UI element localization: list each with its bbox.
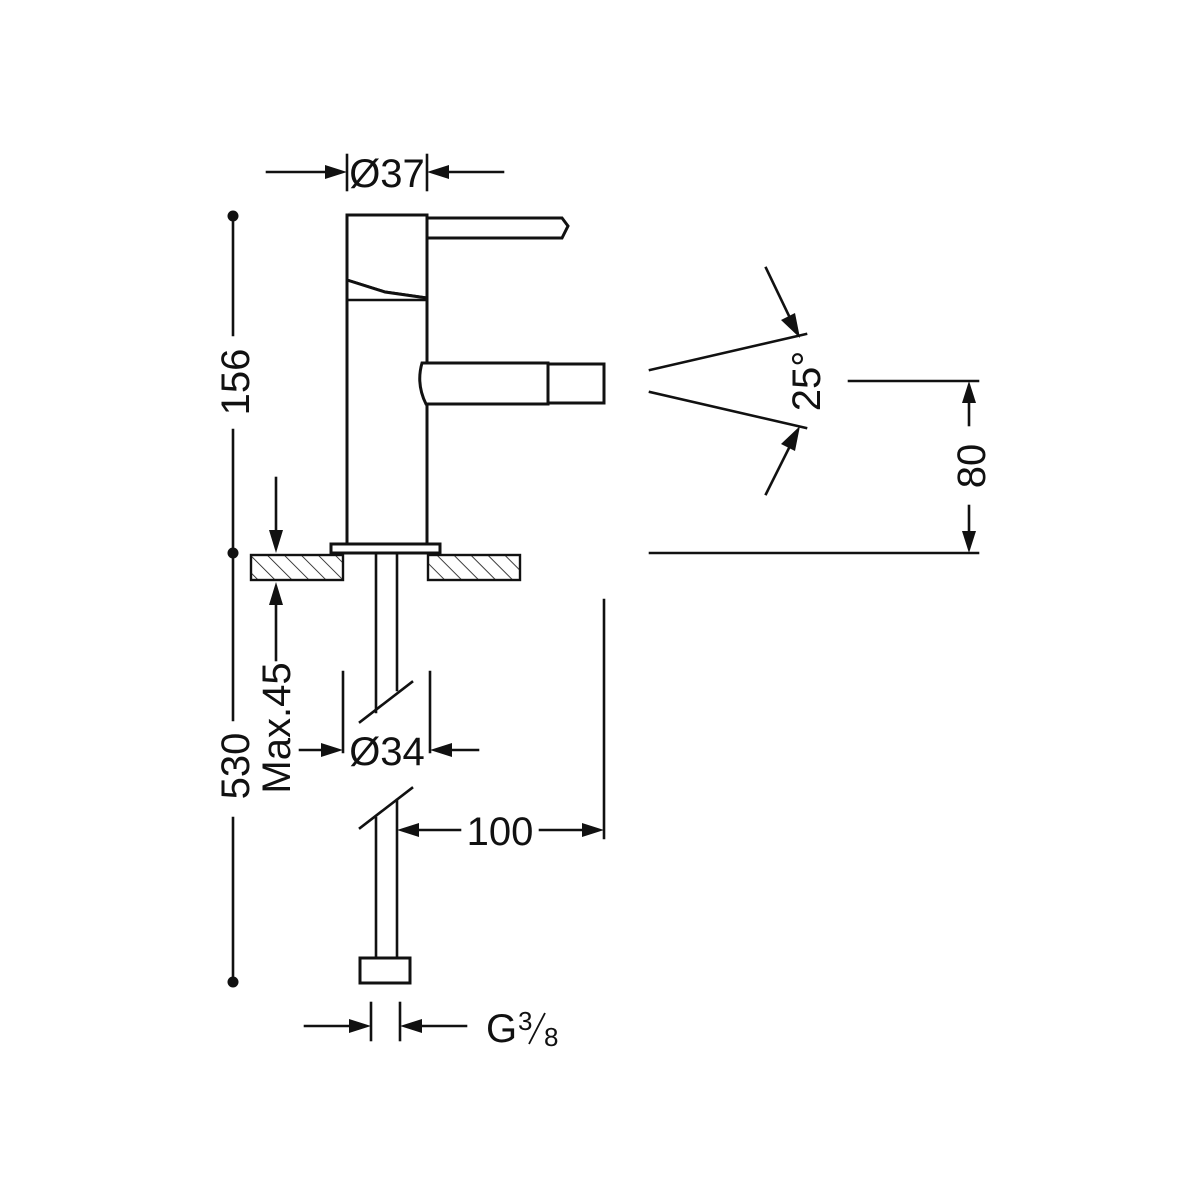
- countertop-deck: [249, 553, 522, 582]
- dimension-diameter-37: Ø37: [265, 152, 505, 196]
- hose-connector: [358, 956, 412, 985]
- diameter-37-label: Ø37: [349, 152, 425, 196]
- hose-length-530-label: 530: [214, 733, 258, 800]
- max-45-label: Max.45: [255, 662, 299, 793]
- height-156-label: 156: [214, 349, 258, 416]
- faucet-body: [329, 213, 606, 555]
- thread-numerator: 3: [518, 1006, 532, 1036]
- base-flange: [329, 542, 442, 555]
- faucet-column: [345, 277, 429, 550]
- spout: [418, 361, 550, 406]
- spout-height-80-label: 80: [950, 444, 994, 489]
- lever-arm: [425, 216, 570, 240]
- dimension-thread-g38: G 3 8: [303, 1001, 558, 1052]
- thread-denominator: 8: [544, 1022, 558, 1052]
- supply-hose: [358, 553, 414, 985]
- dimension-max-45: Max.45: [255, 476, 299, 794]
- dimension-spout-height-80: 80: [648, 379, 994, 555]
- offset-100-label: 100: [467, 810, 534, 854]
- thread-g-label: G: [486, 1007, 517, 1051]
- dimension-offset-100: 100: [397, 598, 606, 854]
- dimension-spray-angle: 25°: [648, 266, 829, 496]
- spray-nozzle: [546, 362, 606, 405]
- spray-angle-label: 25°: [785, 351, 829, 412]
- dimension-diameter-34: Ø34: [298, 670, 480, 774]
- dimension-height-156-530: 156 530: [214, 210, 258, 988]
- diameter-34-label: Ø34: [349, 730, 425, 774]
